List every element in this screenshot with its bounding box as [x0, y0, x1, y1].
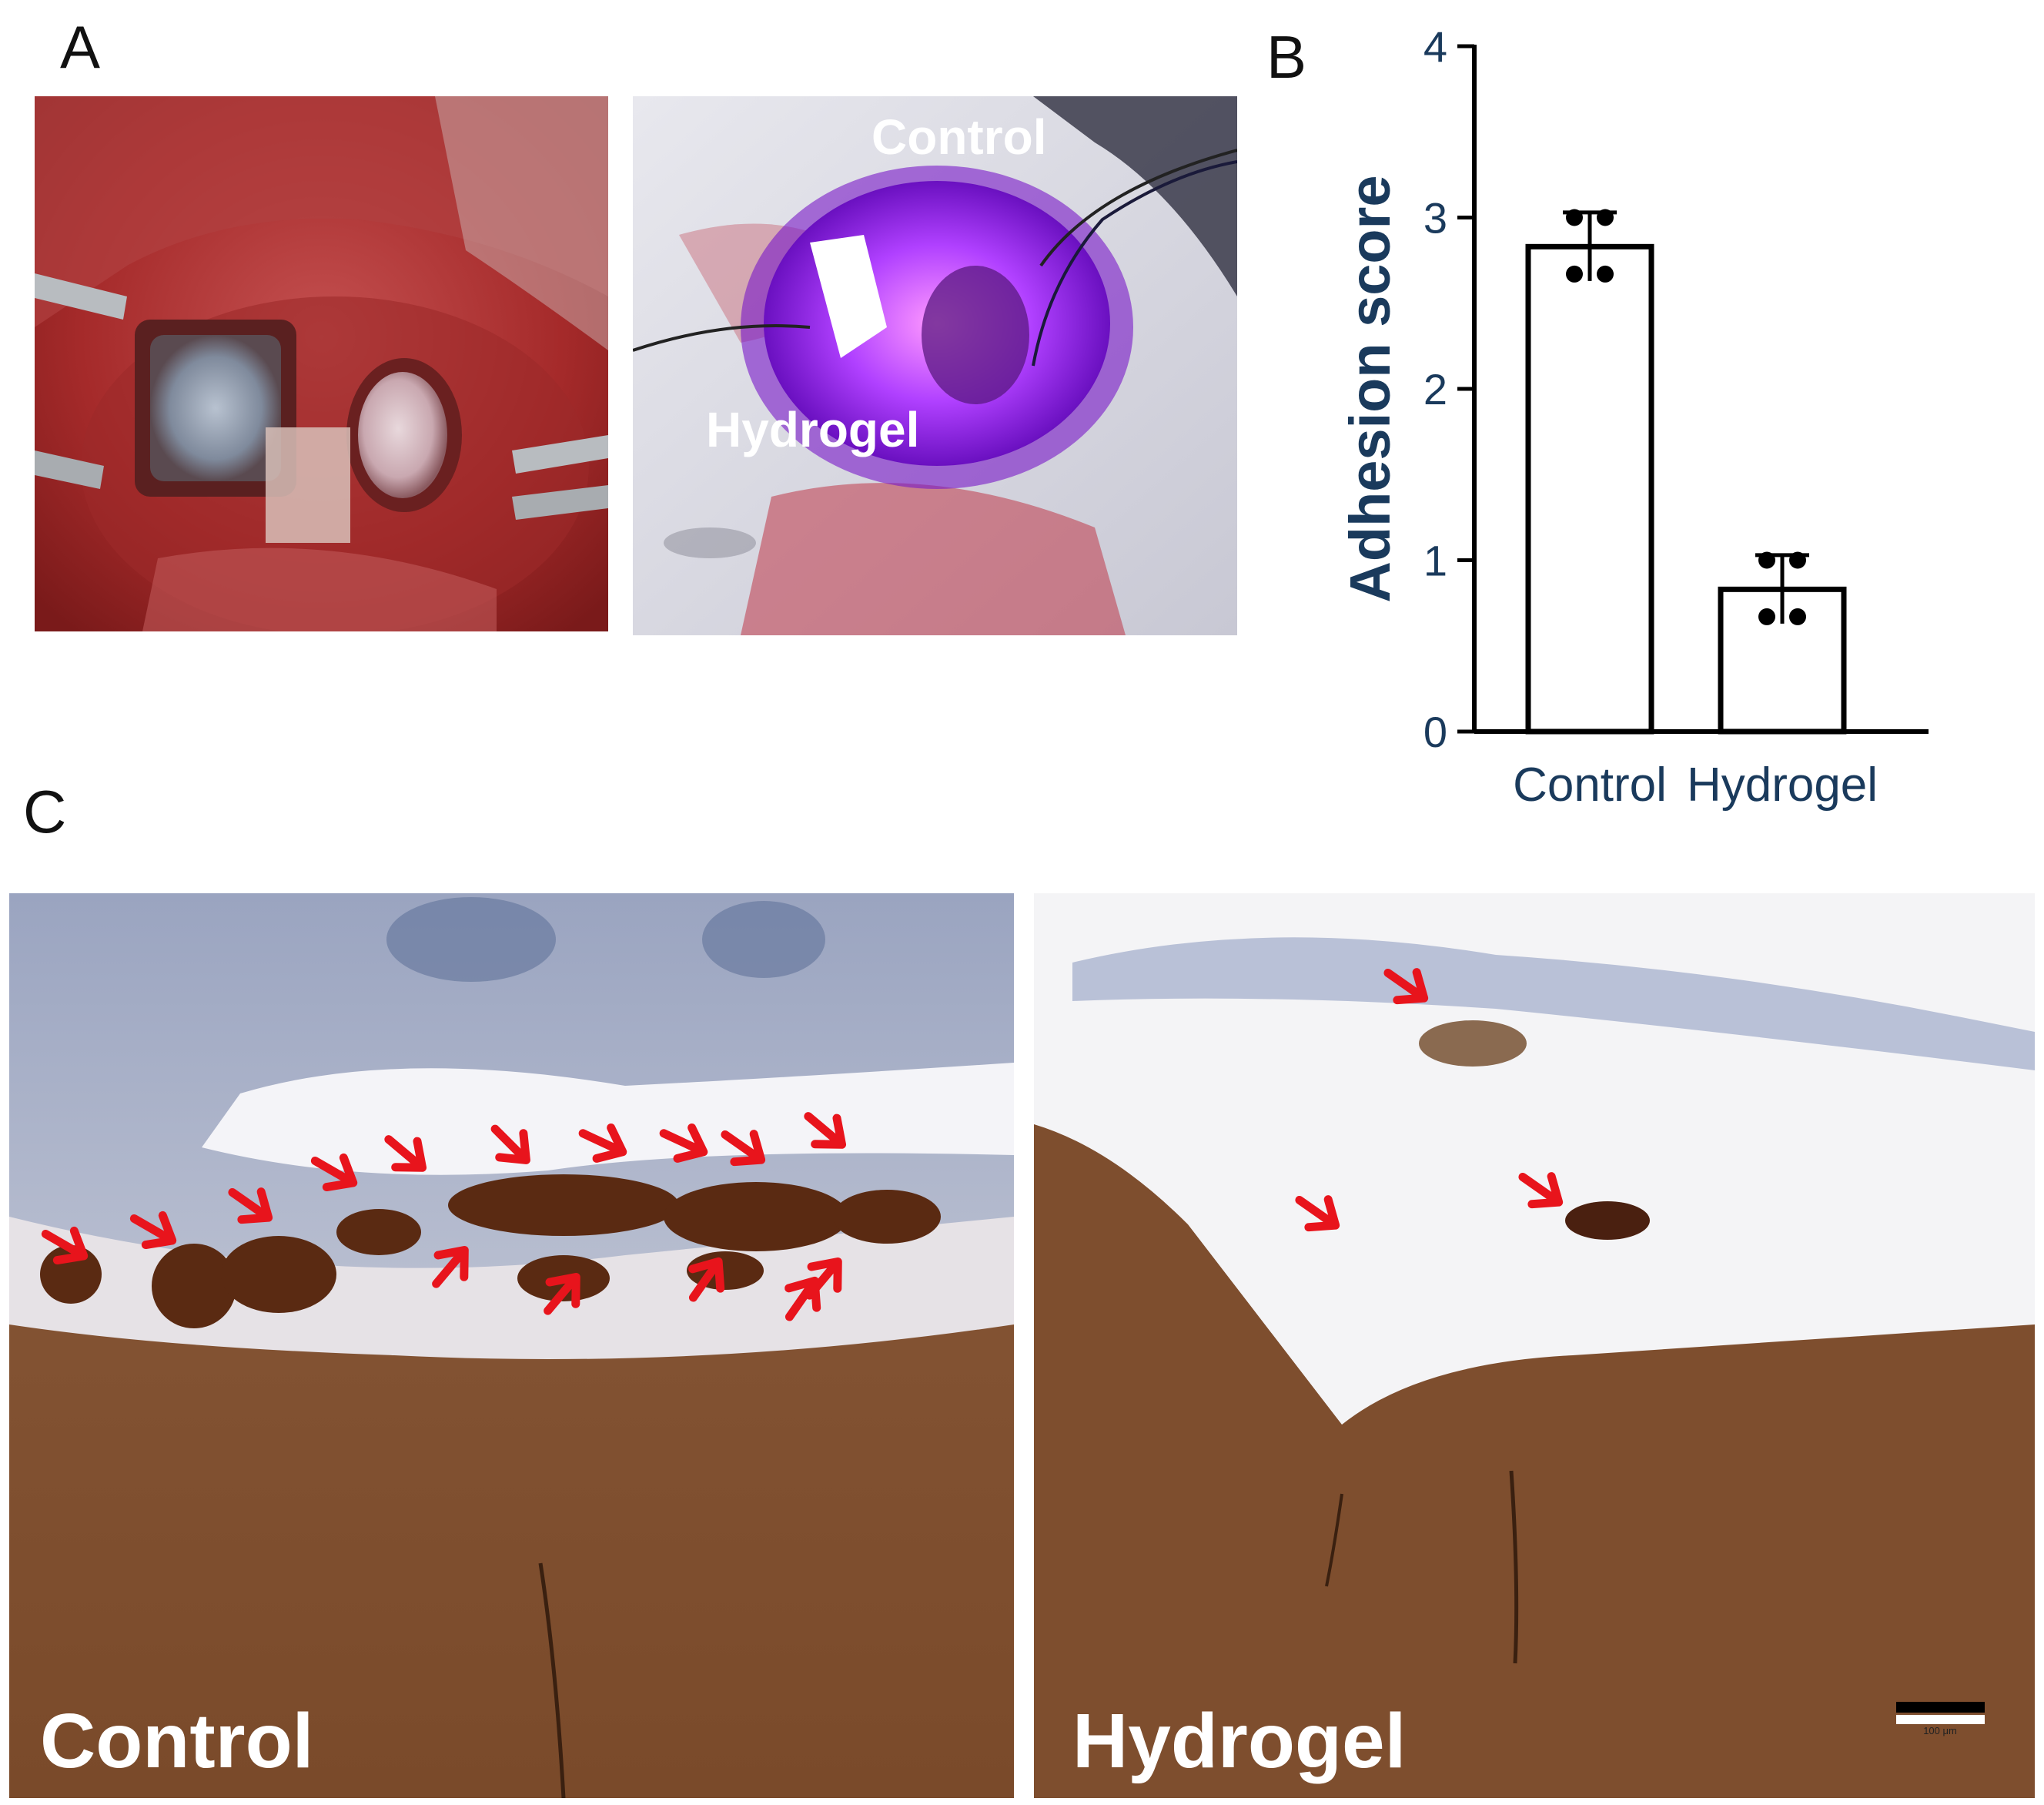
uv-photo: Control Hydrogel [633, 96, 1237, 635]
cell-cluster [448, 1174, 679, 1236]
data-point [1758, 551, 1775, 569]
red-arrow [432, 1245, 469, 1288]
hydrogel-section-label: Hydrogel [1072, 1698, 1406, 1784]
histology-control: Control [9, 893, 1014, 1798]
red-arrow [1518, 1172, 1564, 1209]
red-arrow [659, 1123, 708, 1163]
panel-label-c: C [23, 778, 67, 846]
cell-cluster [833, 1190, 941, 1244]
panel-label-a: A [60, 13, 101, 81]
scale-bar-text: 100 μm [1923, 1725, 1957, 1736]
y-tick-label: 3 [1423, 194, 1447, 243]
red-arrow [1383, 968, 1429, 1005]
red-arrow [784, 1276, 821, 1321]
y-tick-label: 4 [1423, 22, 1447, 71]
red-arrow [228, 1187, 273, 1224]
y-tick-label: 1 [1423, 537, 1447, 585]
red-arrow [310, 1153, 358, 1192]
cell-cluster [664, 1182, 848, 1251]
data-point [1789, 608, 1806, 625]
data-point [1566, 209, 1583, 226]
x-tick-label: Hydrogel [1687, 759, 1878, 812]
red-arrow [490, 1124, 530, 1164]
x-tick-label: Control [1513, 759, 1667, 812]
data-point [1597, 209, 1614, 226]
red-arrow [544, 1272, 580, 1315]
red-arrow [41, 1226, 89, 1265]
surgery-photo [35, 96, 608, 631]
cell-cluster [221, 1236, 336, 1313]
data-point [1758, 608, 1775, 625]
red-arrow [1295, 1195, 1340, 1232]
red-arrow [384, 1135, 427, 1172]
red-arrow [129, 1211, 177, 1250]
red-arrow [578, 1123, 627, 1163]
cell-cluster [336, 1209, 421, 1255]
red-arrow [721, 1130, 766, 1167]
histology-hydrogel: 100 μm Hydrogel [1034, 893, 2035, 1798]
uv-hydrogel-label: Hydrogel [706, 402, 919, 457]
data-point [1566, 265, 1583, 283]
y-tick-label: 0 [1423, 708, 1447, 756]
red-arrow [804, 1112, 847, 1149]
uv-control-label: Control [871, 109, 1047, 165]
y-axis-label: Adhesion score [1338, 175, 1402, 602]
red-arrow [805, 1257, 842, 1300]
scale-bar: 100 μm [1896, 1702, 1985, 1736]
control-section-label: Control [40, 1698, 313, 1784]
y-tick-label: 2 [1423, 365, 1447, 414]
panel-label-b: B [1266, 23, 1307, 91]
red-arrow [688, 1257, 725, 1302]
data-point [1789, 551, 1806, 569]
bar-control [1525, 243, 1654, 735]
cell-cluster [152, 1244, 236, 1328]
data-point [1597, 265, 1614, 283]
